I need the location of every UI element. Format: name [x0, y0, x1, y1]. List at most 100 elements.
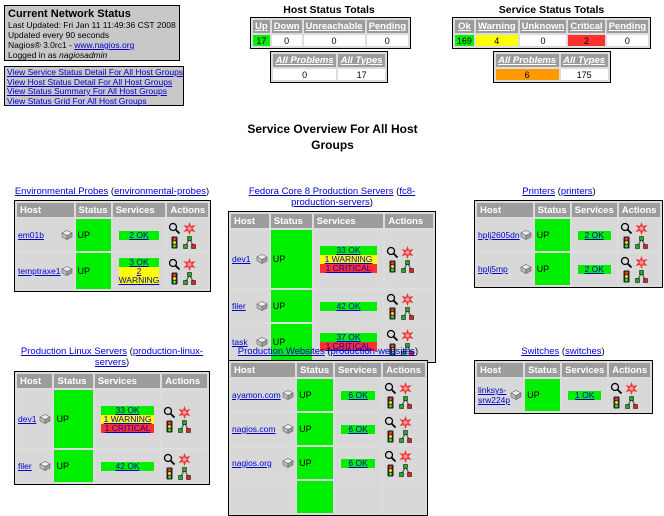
service-count-link[interactable]: 2 OK	[118, 230, 160, 240]
service-count-link[interactable]: 1 WARNING	[100, 414, 155, 424]
traffic-light-icon[interactable]	[384, 464, 397, 477]
magnifier-icon[interactable]	[168, 222, 181, 235]
hostgroup-name-link[interactable]: Printers	[522, 186, 556, 197]
network-map-icon[interactable]	[625, 395, 639, 409]
network-map-icon[interactable]	[183, 235, 197, 249]
nagios-link[interactable]: www.nagios.org	[74, 40, 135, 50]
magnifier-icon[interactable]	[384, 416, 397, 429]
network-map-icon[interactable]	[178, 419, 192, 433]
service-count-link[interactable]: 6 OK	[341, 458, 376, 468]
traffic-light-icon[interactable]	[163, 420, 176, 433]
traffic-light-icon[interactable]	[610, 396, 623, 409]
hostgroup-name-link[interactable]: Production Linux Servers	[20, 346, 128, 357]
host-link[interactable]: nagios.org	[232, 458, 272, 468]
hostgroup-alias-link[interactable]: fc8-production-servers	[291, 186, 416, 208]
service-count-link[interactable]: 6 OK	[341, 424, 376, 434]
magnifier-icon[interactable]	[386, 293, 399, 306]
network-map-icon[interactable]	[399, 463, 412, 477]
host-link[interactable]: filer	[18, 461, 32, 471]
service-count-link[interactable]: 3 OK	[118, 257, 160, 267]
magnifier-icon[interactable]	[620, 256, 633, 269]
splat-icon[interactable]	[399, 381, 412, 395]
splat-icon[interactable]	[178, 405, 191, 419]
service-count-link[interactable]: 6 OK	[341, 390, 376, 400]
host-all-problems-header[interactable]: All Problems	[273, 54, 337, 67]
service-count-link[interactable]: 1 CRITICAL	[100, 423, 155, 433]
service-count-link[interactable]: 37 OK	[319, 333, 378, 342]
network-map-icon[interactable]	[178, 466, 192, 480]
host-link[interactable]: filer	[232, 301, 246, 311]
magnifier-icon[interactable]	[163, 453, 176, 466]
service-count-link[interactable]: 1 CRITICAL	[319, 342, 378, 351]
host-link[interactable]: linksys-srw224p	[478, 385, 511, 405]
host-unreachable-header[interactable]: Unreachable	[303, 20, 365, 33]
hostgroup-name-link[interactable]: Environmental Probes	[14, 186, 109, 197]
host-link[interactable]: hplj5mp	[478, 264, 508, 274]
svc-unknown-header[interactable]: Unknown	[519, 20, 567, 33]
svc-pending-header[interactable]: Pending	[606, 20, 649, 33]
svc-warning-header[interactable]: Warning	[475, 20, 518, 33]
splat-icon[interactable]	[178, 452, 191, 466]
hostgroup-name-link[interactable]: Switches	[521, 346, 560, 357]
service-count-link[interactable]: 42 OK	[100, 461, 155, 471]
traffic-light-icon[interactable]	[384, 396, 397, 409]
splat-icon[interactable]	[635, 255, 648, 269]
traffic-light-icon[interactable]	[386, 260, 399, 273]
host-link[interactable]: task	[232, 337, 248, 347]
link-status-grid[interactable]: View Status Grid For All Host Groups	[7, 95, 147, 106]
magnifier-icon[interactable]	[610, 382, 623, 395]
traffic-light-icon[interactable]	[168, 272, 181, 285]
host-link[interactable]: temptraxe1	[18, 266, 61, 276]
svc-ok-header[interactable]: Ok	[454, 20, 474, 33]
service-count-link[interactable]: 33 OK	[319, 245, 378, 255]
network-map-icon[interactable]	[399, 429, 412, 443]
splat-icon[interactable]	[399, 449, 412, 463]
network-map-icon[interactable]	[183, 271, 197, 285]
host-pending-header[interactable]: Pending	[366, 20, 409, 33]
splat-icon[interactable]	[399, 415, 412, 429]
host-link[interactable]: hplj2605dn	[478, 230, 520, 240]
traffic-light-icon[interactable]	[168, 236, 181, 249]
host-link[interactable]: dev1	[18, 414, 37, 424]
host-all-types-header[interactable]: All Types	[338, 54, 385, 67]
magnifier-icon[interactable]	[384, 382, 397, 395]
traffic-light-icon[interactable]	[384, 430, 397, 443]
magnifier-icon[interactable]	[386, 246, 399, 259]
service-count-link[interactable]: 2 OK	[577, 230, 611, 240]
splat-icon[interactable]	[183, 221, 196, 235]
host-link[interactable]: em01b	[18, 230, 44, 240]
service-count-link[interactable]: 33 OK	[100, 405, 155, 415]
network-map-icon[interactable]	[401, 342, 415, 356]
host-link[interactable]: ayamon.com	[232, 390, 281, 400]
traffic-light-icon[interactable]	[620, 270, 633, 283]
network-map-icon[interactable]	[401, 259, 415, 273]
splat-icon[interactable]	[625, 381, 638, 395]
service-count-link[interactable]: 42 OK	[319, 301, 378, 311]
splat-icon[interactable]	[183, 257, 196, 271]
host-down-header[interactable]: Down	[271, 20, 302, 33]
magnifier-icon[interactable]	[168, 258, 181, 271]
network-map-icon[interactable]	[401, 306, 415, 320]
host-link[interactable]: nagios.com	[232, 424, 276, 434]
magnifier-icon[interactable]	[163, 406, 176, 419]
splat-icon[interactable]	[401, 328, 414, 342]
network-map-icon[interactable]	[635, 235, 648, 249]
hostgroup-alias-link[interactable]: production-websites	[330, 346, 416, 357]
hostgroup-alias-link[interactable]: environmental-probes	[114, 186, 206, 197]
hostgroup-alias-link[interactable]: switches	[565, 346, 602, 357]
service-count-link[interactable]: 1 OK	[568, 390, 602, 400]
link-host-detail[interactable]: View Host Status Detail For All Host Gro…	[7, 76, 173, 87]
hostgroup-alias-link[interactable]: printers	[560, 186, 593, 197]
splat-icon[interactable]	[401, 292, 414, 306]
splat-icon[interactable]	[635, 221, 648, 235]
hostgroup-alias-link[interactable]: production-linux-servers	[94, 346, 204, 368]
hostgroup-name-link[interactable]: Fedora Core 8 Production Servers	[248, 186, 394, 197]
service-count-link[interactable]: 2 OK	[577, 264, 611, 274]
link-status-summary[interactable]: View Status Summary For All Host Groups	[7, 86, 167, 96]
service-count-link[interactable]: 2 WARNING	[118, 265, 160, 285]
magnifier-icon[interactable]	[620, 222, 633, 235]
network-map-icon[interactable]	[635, 269, 648, 283]
link-service-detail[interactable]: View Service Status Detail For All Host …	[7, 67, 184, 77]
svc-all-problems-header[interactable]: All Problems	[495, 54, 559, 67]
traffic-light-icon[interactable]	[386, 343, 399, 356]
